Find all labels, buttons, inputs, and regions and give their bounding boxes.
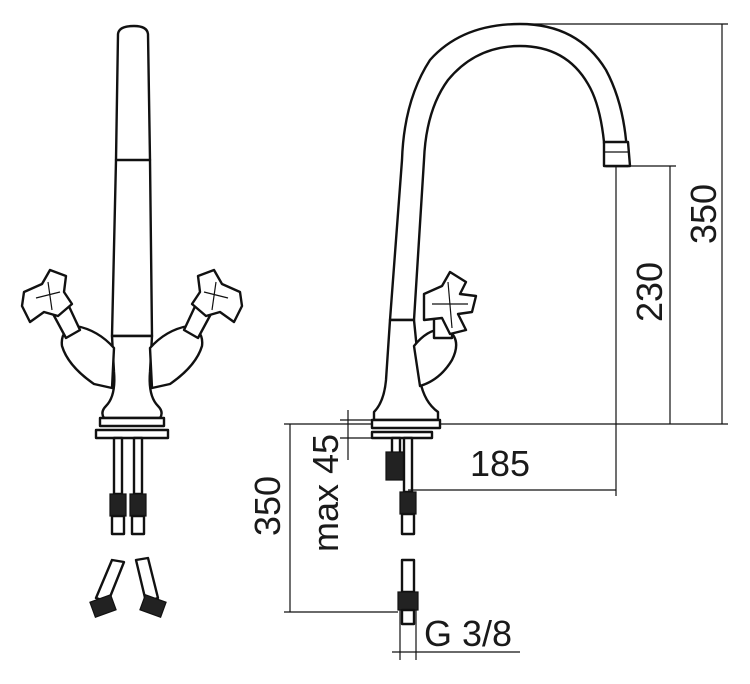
hose-length-label: 350 [247,476,288,536]
front-hoses [109,436,147,536]
side-gooseneck-spout [388,22,630,322]
cross-handle-icon[interactable] [422,270,478,336]
front-right-valve-body [148,324,204,390]
connection-thread-label: G 3/8 [424,613,512,654]
front-spout-column [110,24,154,338]
cross-handle-icon[interactable] [190,268,244,324]
side-washer [370,430,434,440]
total-height-label: 350 [683,184,724,244]
dimension-lines [284,23,728,660]
side-view: 350 230 185 max 45 350 G 3/8 [247,22,728,660]
front-hose-ends [89,556,167,619]
front-view [20,24,244,619]
cross-handle-icon[interactable] [20,268,74,324]
front-washer [94,428,170,440]
spout-reach-label: 185 [470,443,530,484]
max-deck-thickness-label: max 45 [305,434,346,552]
front-left-valve-body [60,324,116,390]
side-hoses [385,436,419,626]
side-base-plate [370,418,442,430]
side-spout-outlet [602,140,632,168]
spout-height-label: 230 [629,262,670,322]
front-base-plate [98,416,166,428]
side-valve-body [412,328,458,388]
